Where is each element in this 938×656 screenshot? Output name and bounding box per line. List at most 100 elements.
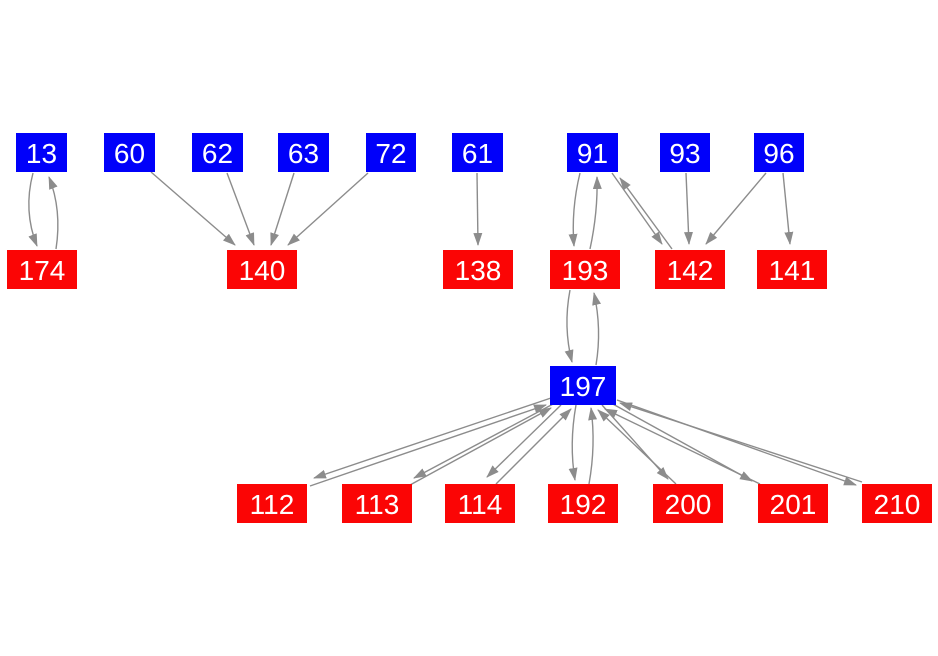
graph-node-197: 197 [550, 366, 616, 405]
edge-197-114 [486, 404, 562, 478]
edge-197-193 [592, 292, 601, 366]
edge-112-197 [309, 404, 547, 487]
graph-node-201: 201 [758, 484, 828, 523]
node-box-197 [550, 366, 616, 405]
edge-142-91 [619, 177, 673, 250]
node-label-141: 141 [769, 255, 816, 286]
graph-node-93: 93 [660, 133, 710, 172]
nodes-layer: 13 60 62 63 72 61 91 93 96 174 140 138 193 142 141 197 1… [7, 133, 932, 523]
node-box-72 [366, 133, 416, 172]
edge-192-197 [588, 407, 598, 485]
edge-174-13 [48, 176, 59, 250]
graph-node-63: 63 [278, 133, 329, 172]
graph-node-96: 96 [754, 133, 804, 172]
node-box-112 [237, 484, 307, 523]
edge-200-197 [597, 409, 677, 485]
graph-node-174: 174 [7, 250, 77, 289]
edge-197-192 [568, 404, 578, 481]
node-box-91 [567, 133, 618, 172]
node-label-63: 63 [288, 138, 319, 169]
node-label-142: 142 [667, 255, 714, 286]
graph-node-141: 141 [757, 250, 827, 289]
node-box-93 [660, 133, 710, 172]
graph-node-13: 13 [16, 133, 67, 172]
node-label-13: 13 [26, 138, 57, 169]
graph-node-142: 142 [655, 250, 725, 289]
edge-96-141 [782, 172, 794, 245]
graph-node-193: 193 [550, 250, 620, 289]
node-box-62 [192, 133, 243, 172]
edge-72-140 [287, 172, 369, 246]
graph-node-91: 91 [567, 133, 618, 172]
edge-193-197 [564, 289, 574, 363]
edge-113-197 [409, 407, 552, 486]
edge-197-112 [313, 397, 552, 479]
node-box-174 [7, 250, 77, 289]
edge-13-174 [28, 172, 38, 247]
edge-96-142 [705, 172, 767, 245]
node-box-63 [278, 133, 329, 172]
graph-node-62: 62 [192, 133, 243, 172]
node-box-141 [757, 250, 827, 289]
graph-node-210: 210 [862, 484, 932, 523]
node-box-210 [862, 484, 932, 523]
graph-node-60: 60 [104, 133, 155, 172]
node-label-113: 113 [355, 489, 400, 520]
node-label-197: 197 [560, 371, 607, 402]
edge-197-210 [616, 399, 857, 486]
node-box-140 [227, 250, 297, 289]
node-label-112: 112 [250, 489, 295, 520]
node-label-91: 91 [577, 138, 608, 169]
graph-node-61: 61 [452, 133, 503, 172]
node-box-192 [548, 484, 618, 523]
node-label-192: 192 [560, 489, 607, 520]
node-label-93: 93 [669, 138, 700, 169]
node-box-200 [653, 484, 723, 523]
node-label-174: 174 [19, 255, 66, 286]
graph-node-112: 112 [237, 484, 307, 523]
node-label-114: 114 [458, 489, 503, 520]
node-box-193 [550, 250, 620, 289]
graph-node-140: 140 [227, 250, 297, 289]
edge-62-140 [226, 172, 255, 246]
node-box-201 [758, 484, 828, 523]
edge-61-138 [473, 172, 483, 246]
edge-91-193 [568, 172, 581, 247]
edge-193-91 [589, 176, 602, 250]
node-box-13 [16, 133, 67, 172]
node-label-210: 210 [874, 489, 921, 520]
graph-node-113: 113 [342, 484, 412, 523]
node-label-193: 193 [562, 255, 609, 286]
node-box-138 [443, 250, 513, 289]
node-box-142 [655, 250, 725, 289]
graph-node-72: 72 [366, 133, 416, 172]
node-label-60: 60 [114, 138, 145, 169]
edge-114-197 [495, 408, 572, 485]
node-label-72: 72 [375, 138, 406, 169]
edges-layer [28, 171, 863, 487]
node-box-113 [342, 484, 412, 523]
node-box-114 [445, 484, 515, 523]
edge-91-142 [611, 172, 663, 245]
node-label-140: 140 [239, 255, 286, 286]
node-label-62: 62 [202, 138, 233, 169]
node-label-61: 61 [462, 138, 493, 169]
edge-60-140 [150, 171, 236, 246]
graph-node-138: 138 [443, 250, 513, 289]
edge-201-197 [604, 408, 761, 485]
node-box-60 [104, 133, 155, 172]
node-label-201: 201 [770, 489, 817, 520]
edge-93-142 [683, 172, 693, 245]
graph-node-114: 114 [445, 484, 515, 523]
node-box-96 [754, 133, 804, 172]
node-label-138: 138 [455, 255, 502, 286]
edge-63-140 [270, 172, 295, 246]
node-label-96: 96 [763, 138, 794, 169]
edge-197-113 [413, 402, 556, 479]
node-box-61 [452, 133, 503, 172]
node-label-200: 200 [665, 489, 712, 520]
graph-node-200: 200 [653, 484, 723, 523]
graph-node-192: 192 [548, 484, 618, 523]
